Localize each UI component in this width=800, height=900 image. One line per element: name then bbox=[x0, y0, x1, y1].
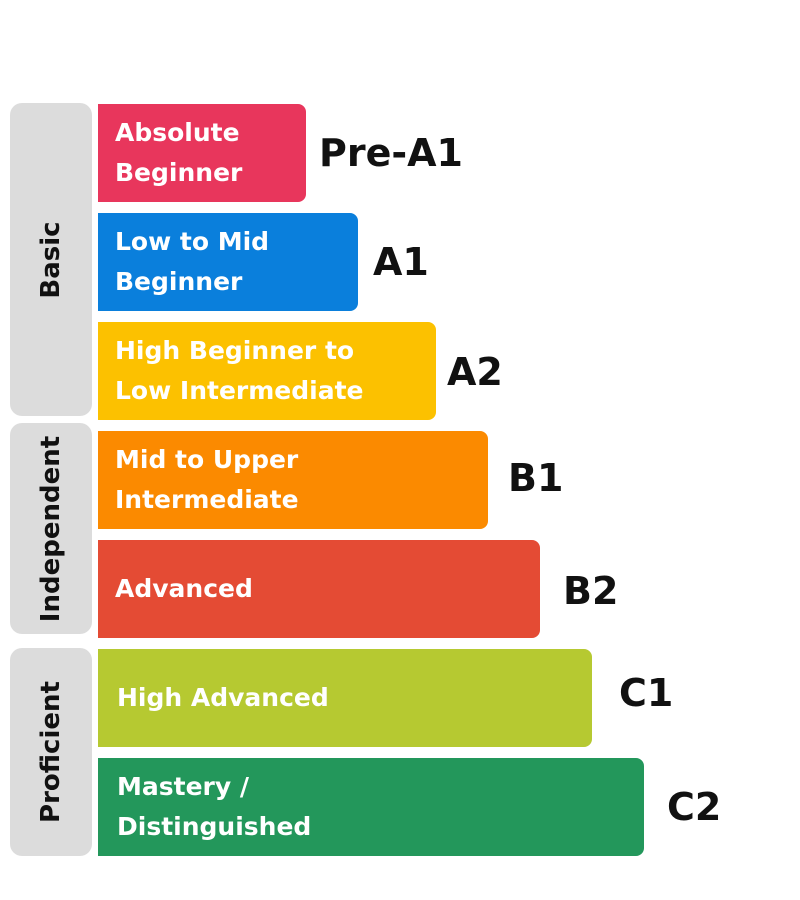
group-label-basic: Basic bbox=[36, 220, 66, 299]
group-label-proficient: Proficient bbox=[36, 681, 66, 823]
group-label-independent: Independent bbox=[36, 435, 66, 622]
level-code-b2: B2 bbox=[563, 569, 619, 613]
level-label: Absolute Beginner bbox=[115, 118, 243, 187]
level-label: Mid to Upper Intermediate bbox=[115, 445, 299, 514]
level-bar-pre-a1: Absolute Beginner bbox=[98, 104, 306, 202]
level-bar-c1: High Advanced bbox=[98, 649, 592, 747]
level-bar-a1: Low to Mid Beginner bbox=[98, 213, 358, 311]
level-label: High Advanced bbox=[117, 683, 329, 712]
level-label: High Beginner to Low Intermediate bbox=[115, 336, 364, 405]
level-code-pre-a1: Pre-A1 bbox=[319, 131, 463, 175]
level-bar-c2: Mastery / Distinguished bbox=[98, 758, 644, 856]
level-code-a2: A2 bbox=[447, 350, 503, 394]
level-bar-b2: Advanced bbox=[98, 540, 540, 638]
group-basic: Basic bbox=[10, 103, 92, 416]
level-label: Advanced bbox=[115, 574, 253, 603]
level-label: Mastery / Distinguished bbox=[117, 772, 312, 841]
group-proficient: Proficient bbox=[10, 648, 92, 856]
level-code-a1: A1 bbox=[373, 240, 429, 284]
level-code-c1: C1 bbox=[619, 671, 674, 715]
level-bar-b1: Mid to Upper Intermediate bbox=[98, 431, 488, 529]
level-label: Low to Mid Beginner bbox=[115, 227, 270, 296]
level-bar-a2: High Beginner to Low Intermediate bbox=[98, 322, 436, 420]
level-code-b1: B1 bbox=[508, 456, 564, 500]
group-independent: Independent bbox=[10, 423, 92, 634]
level-code-c2: C2 bbox=[667, 785, 722, 829]
